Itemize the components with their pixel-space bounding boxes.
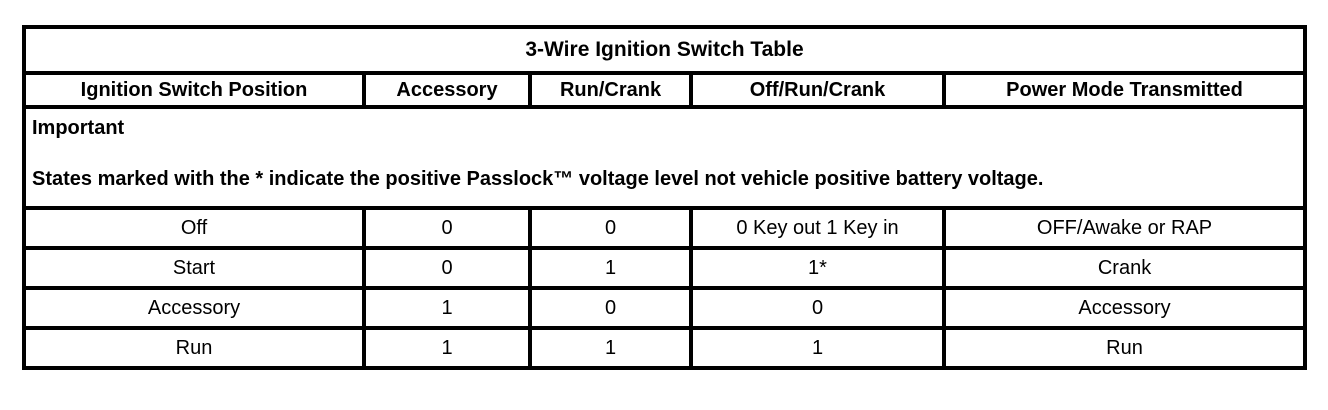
cell-power-mode: Accessory [941, 286, 1308, 330]
column-header-ignition-switch-position: Ignition Switch Position [22, 71, 366, 109]
cell-accessory: 0 [362, 246, 532, 290]
cell-off-run-crank: 0 [689, 286, 946, 330]
table-row-run: Run 1 1 1 Run [22, 326, 1308, 370]
column-header-off-run-crank: Off/Run/Crank [689, 71, 946, 109]
column-header-row: Ignition Switch Position Accessory Run/C… [22, 71, 1308, 109]
cell-power-mode: Crank [941, 246, 1308, 290]
table-title: 3-Wire Ignition Switch Table [21, 25, 1308, 75]
cell-run-crank: 1 [528, 326, 693, 370]
column-header-accessory: Accessory [362, 71, 532, 109]
cell-run-crank: 0 [528, 206, 693, 250]
column-header-run-crank: Run/Crank [528, 71, 693, 109]
cell-off-run-crank: 0 Key out 1 Key in [689, 206, 946, 250]
table-row-start: Start 0 1 1* Crank [22, 246, 1308, 290]
note-heading: Important [32, 117, 125, 139]
cell-position: Run [22, 326, 366, 370]
important-note-row: Important States marked with the * indic… [21, 105, 1308, 210]
table-row-off: Off 0 0 0 Key out 1 Key in OFF/Awake or … [22, 206, 1308, 250]
column-header-power-mode-transmitted: Power Mode Transmitted [941, 71, 1308, 109]
cell-run-crank: 0 [528, 286, 693, 330]
cell-power-mode: OFF/Awake or RAP [941, 206, 1308, 250]
cell-run-crank: 1 [528, 246, 693, 290]
cell-accessory: 0 [362, 206, 532, 250]
note-body: States marked with the * indicate the po… [32, 168, 1044, 190]
cell-accessory: 1 [362, 286, 532, 330]
cell-off-run-crank: 1 [689, 326, 946, 370]
table-row-accessory: Accessory 1 0 0 Accessory [22, 286, 1308, 330]
cell-position: Accessory [22, 286, 366, 330]
important-note-cell: Important States marked with the * indic… [21, 105, 1308, 210]
cell-off-run-crank: 1* [689, 246, 946, 290]
cell-position: Start [22, 246, 366, 290]
table-title-row: 3-Wire Ignition Switch Table [21, 25, 1308, 75]
cell-accessory: 1 [362, 326, 532, 370]
cell-power-mode: Run [941, 326, 1308, 370]
ignition-switch-table: 3-Wire Ignition Switch Table Ignition Sw… [21, 25, 1308, 370]
cell-position: Off [22, 206, 366, 250]
